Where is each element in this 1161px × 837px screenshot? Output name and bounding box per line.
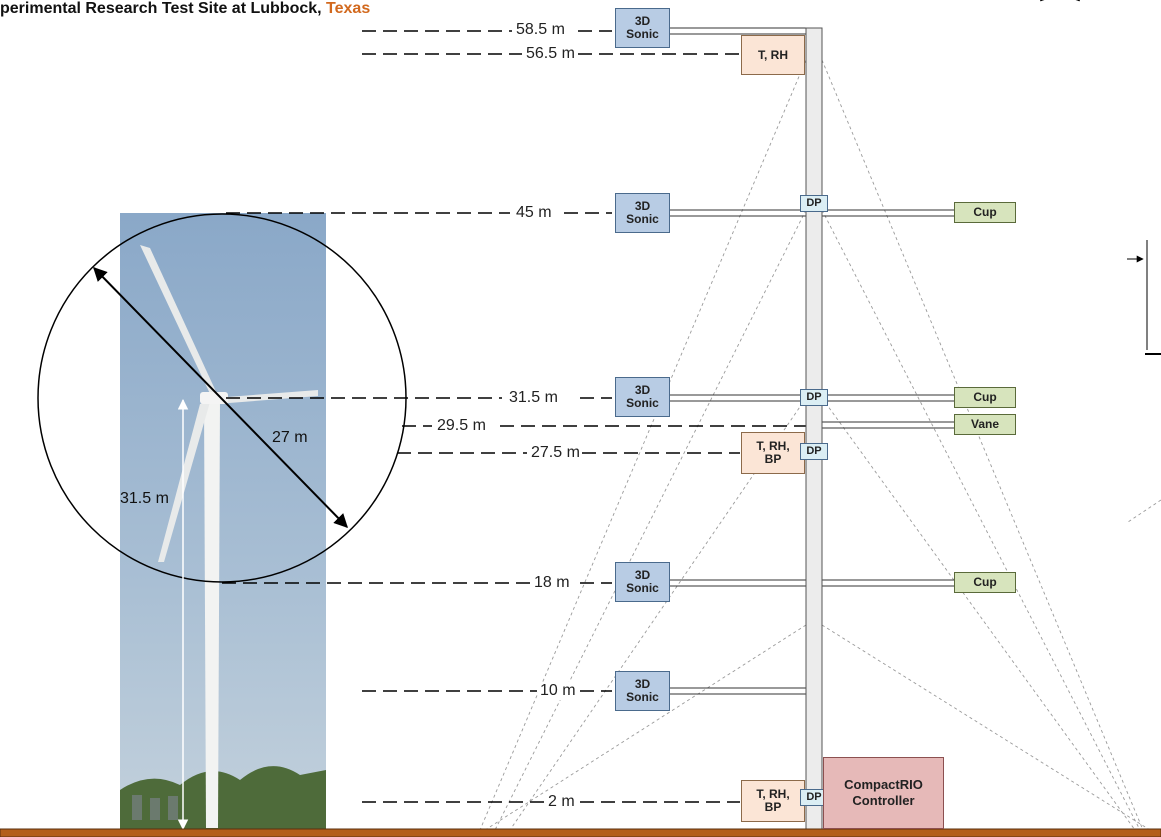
sonic-anemometer-18: 3D Sonic xyxy=(615,562,670,602)
site-title-state: Texas xyxy=(326,0,371,17)
height-label-58-5: 58.5 m xyxy=(514,21,567,39)
turbine-photo xyxy=(120,213,326,830)
height-level-lines xyxy=(222,30,806,803)
height-label-27-5: 27.5 m xyxy=(529,444,582,462)
height-label-31-5: 31.5 m xyxy=(507,389,560,407)
height-label-29-5: 29.5 m xyxy=(435,417,488,435)
booms xyxy=(670,27,954,695)
height-label-45: 45 m xyxy=(514,204,554,222)
cup-anemometer-45: Cup xyxy=(954,202,1016,223)
height-label-56-5: 56.5 m xyxy=(524,45,577,63)
temp-humidity-pressure-sensor-2: T, RH, BP xyxy=(741,780,805,822)
rotor-diameter-arrow xyxy=(93,266,348,529)
sonic-anemometer-31-5: 3D Sonic xyxy=(615,377,670,417)
sonic-anemometer-58-5: 3D Sonic xyxy=(615,8,670,48)
dp-sensor-45: DP xyxy=(800,195,828,212)
dp-sensor-2: DP xyxy=(800,789,828,806)
cup-anemometer-31-5: Cup xyxy=(954,387,1016,408)
compactrio-controller: CompactRIO Controller xyxy=(823,757,944,829)
sonic-anemometer-45: 3D Sonic xyxy=(615,193,670,233)
dp-sensor-31-5: DP xyxy=(800,389,828,406)
dp-sensor-27-5: DP xyxy=(800,443,828,460)
rotor-diameter-label: 27 m xyxy=(272,429,308,446)
temp-humidity-sensor-56-5: T, RH xyxy=(741,35,805,75)
guy-wires xyxy=(479,59,1161,831)
hub-height-label: 31.5 m xyxy=(120,490,169,507)
height-label-10: 10 m xyxy=(538,682,578,700)
wind-vane-29-5: Vane xyxy=(954,414,1016,435)
tower-mast xyxy=(805,27,823,831)
site-title-text: perimental Research Test Site at Lubbock… xyxy=(0,0,327,17)
ground xyxy=(0,828,1161,837)
height-label-18: 18 m xyxy=(532,574,572,592)
site-title: perimental Research Test Site at Lubbock… xyxy=(0,0,370,18)
sonic-anemometer-10: 3D Sonic xyxy=(615,671,670,711)
temp-humidity-pressure-sensor-27-5: T, RH, BP xyxy=(741,432,805,474)
height-label-2: 2 m xyxy=(546,793,577,811)
cup-anemometer-18: Cup xyxy=(954,572,1016,593)
partial-scale-figure xyxy=(1040,0,1161,355)
